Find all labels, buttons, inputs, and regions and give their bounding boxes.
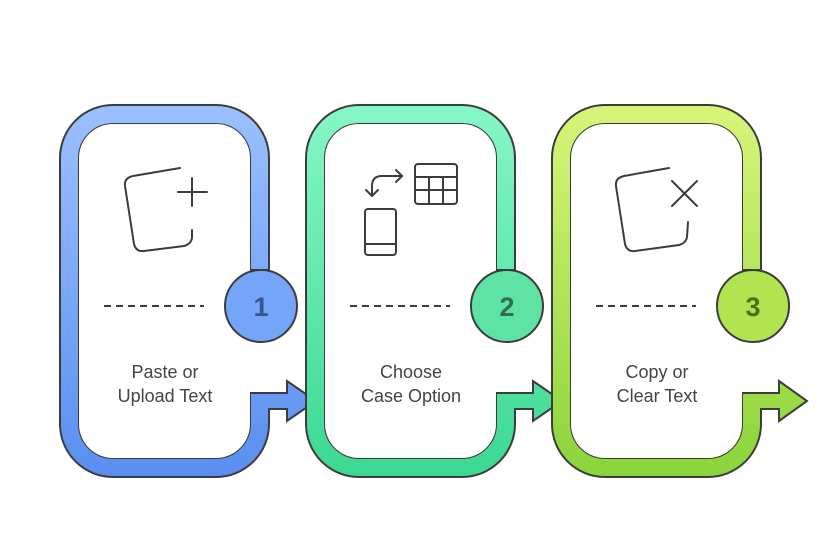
step-2-badge: [470, 269, 544, 343]
step-1-badge: [224, 269, 298, 343]
step-1-label-line-2: Upload Text: [118, 386, 213, 406]
paste-add-icon: [123, 167, 208, 253]
step-1-number: 1: [253, 292, 268, 322]
step-3: 3 Copy or Clear Text: [551, 104, 809, 478]
step-1-label-line-1: Paste or: [131, 362, 198, 382]
case-options-icon: [364, 163, 458, 256]
step-3-label-line-2: Clear Text: [617, 386, 698, 406]
step-2-label-line-2: Case Option: [361, 386, 461, 406]
step-3-number: 3: [745, 292, 760, 322]
step-1-card: [79, 124, 250, 458]
step-1: 1 Paste or Upload Text: [59, 104, 318, 478]
step-2-card: [325, 124, 496, 458]
step-2: 2 Choose Case Option: [305, 104, 564, 478]
step-3-card: [571, 124, 742, 458]
step-2-label-line-1: Choose: [380, 362, 442, 382]
step-3-badge: [716, 269, 790, 343]
step-2-number: 2: [499, 292, 514, 322]
copy-clear-icon: [614, 167, 698, 253]
step-3-label-line-1: Copy or: [625, 362, 688, 382]
